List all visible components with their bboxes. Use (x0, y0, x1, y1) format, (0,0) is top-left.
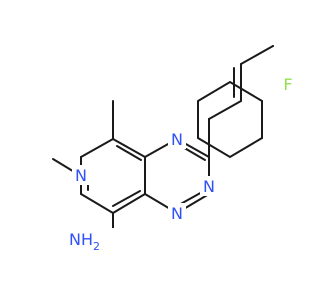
n-pyridine-label: N (75, 166, 87, 185)
molecule-canvas: N N N N F NH2 (52, 45, 296, 253)
n-triazine-top-backdrop (168, 129, 186, 149)
bond-c8a-c8 (112, 193, 146, 214)
fluorine-backdrop (280, 75, 296, 95)
aryl-bond-1 (208, 100, 242, 120)
n-triazine-right-label: N (203, 177, 215, 196)
aryl-bond-3 (240, 45, 274, 65)
bond-n-c5 (80, 138, 114, 158)
n-triazine-bottom-backdrop (168, 203, 186, 223)
structure-drawing: N N N N F NH2 (52, 45, 296, 253)
n-pyridine-backdrop (72, 165, 90, 185)
bond-layer (52, 45, 274, 237)
amine-backdrop (62, 228, 114, 250)
bond-c8-c7 (80, 193, 114, 214)
n-triazine-bottom-label: N (171, 204, 183, 223)
atom-labels: N N N N F NH2 (62, 75, 296, 253)
n-triazine-top-label: N (171, 130, 183, 149)
bond-c5-c4a-inner (116, 145, 142, 161)
amine-label: NH2 (69, 230, 100, 253)
amine-nh: NH (69, 230, 93, 249)
bond-c5-c4a (112, 138, 146, 158)
fluorophenyl-ring (197, 80, 263, 159)
bond-c8a-c8-inner (112, 190, 141, 207)
fluorine-label: F (283, 75, 292, 94)
ph-outline (197, 80, 263, 159)
amine-subscript: 2 (93, 240, 100, 253)
n-triazine-right-backdrop (200, 176, 218, 196)
